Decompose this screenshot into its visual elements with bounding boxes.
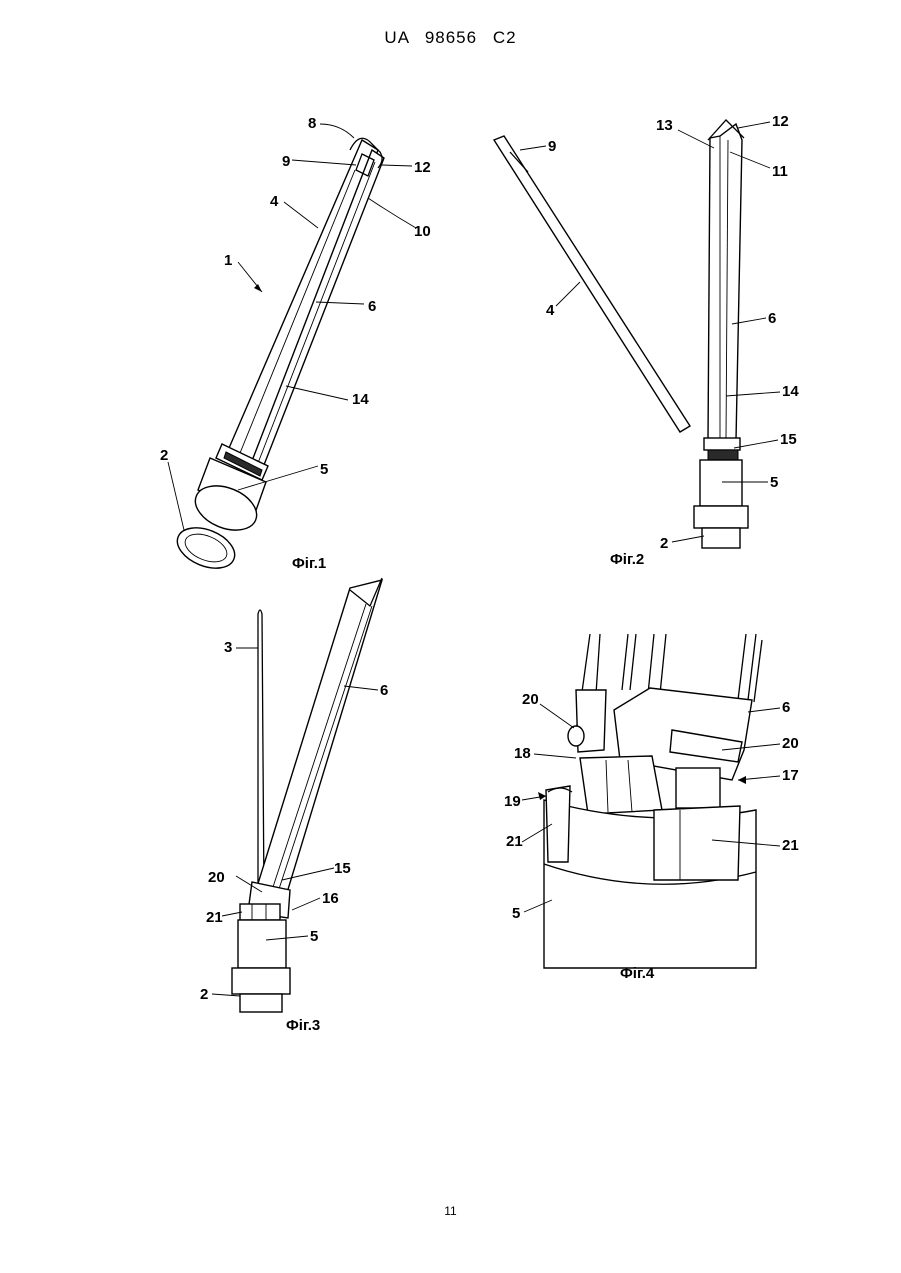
fig3-caption: Фіг.3: [286, 1017, 320, 1034]
fig1-label-5: 5: [320, 461, 328, 478]
fig1-label-14: 14: [352, 391, 369, 408]
fig1-label-9: 9: [282, 153, 290, 170]
fig2-label-6: 6: [768, 310, 776, 327]
fig3-label-15: 15: [334, 860, 351, 877]
fig2-connector: [702, 528, 740, 548]
fig4-label-20b: 20: [782, 735, 799, 752]
fig4-label-21b: 21: [782, 837, 799, 854]
fig1-label-12: 12: [414, 159, 431, 176]
page-number: 11: [0, 1204, 901, 1218]
fig3-hub: [238, 920, 286, 968]
fig2-label-15: 15: [780, 431, 797, 448]
fig1-label-1: 1: [224, 252, 232, 269]
fig2-label-4: 4: [546, 302, 555, 319]
fig4-label-20a: 20: [522, 691, 539, 708]
fig4-label-5: 5: [512, 905, 520, 922]
fig3-tube: [256, 580, 382, 896]
fig1-label-6: 6: [368, 298, 376, 315]
fig3-label-3: 3: [224, 639, 232, 656]
fig1-label-8: 8: [308, 115, 316, 132]
fig3-label-16: 16: [322, 890, 339, 907]
fig2-hub: [700, 460, 742, 506]
fig2-label-11: 11: [772, 163, 788, 180]
fig4-label-21a: 21: [506, 833, 523, 850]
fig2-label-14: 14: [782, 383, 799, 400]
figure-2: 13 12 9 11 4 6 14 15 5 2 Фіг.2: [494, 113, 799, 568]
fig2-label-9: 9: [548, 138, 556, 155]
fig3-connector: [240, 994, 282, 1012]
fig4-inner-block: [676, 768, 720, 808]
fig4-label-6: 6: [782, 699, 790, 716]
fig3-label-20: 20: [208, 869, 225, 886]
fig2-label-5: 5: [770, 474, 778, 491]
fig3-label-6: 6: [380, 682, 388, 699]
fig3-tabs: [240, 904, 280, 920]
fig3-label-21: 21: [206, 909, 223, 926]
fig1-label-10: 10: [414, 223, 431, 240]
fig2-label-2: 2: [660, 535, 668, 552]
fig4-label-17: 17: [782, 767, 799, 784]
fig4-inner-struts: [580, 756, 662, 814]
figure-4: 20 6 18 20 17 19 21 21 5 Фіг.4: [504, 634, 799, 982]
fig3-hub-base: [232, 968, 290, 994]
fig4-rib-left: [546, 786, 570, 862]
fig2-rod: [494, 136, 690, 432]
fig3-label-2: 2: [200, 986, 208, 1003]
fig2-label-12: 12: [772, 113, 789, 130]
fig2-hub-base: [694, 506, 748, 528]
fig4-label-18: 18: [514, 745, 531, 762]
fig3-label-5: 5: [310, 928, 318, 945]
fig4-rib-right: [654, 806, 740, 880]
fig2-caption: Фіг.2: [610, 551, 644, 568]
figure-1: 8 9 12 4 10 1 6 14 2 5 Фіг.1: [160, 115, 431, 576]
fig4-caption: Фіг.4: [620, 965, 655, 982]
fig1-label-4: 4: [270, 193, 279, 210]
fig2-tube: [708, 124, 742, 440]
fig3-wire: [258, 610, 264, 898]
fig1-caption: Фіг.1: [292, 555, 326, 572]
figure-3: 3 6 20 15 16 21 5 2 Фіг.3: [200, 578, 388, 1034]
fig2-label-13: 13: [656, 117, 673, 134]
fig4-label-19: 19: [504, 793, 521, 810]
fig1-label-2: 2: [160, 447, 168, 464]
